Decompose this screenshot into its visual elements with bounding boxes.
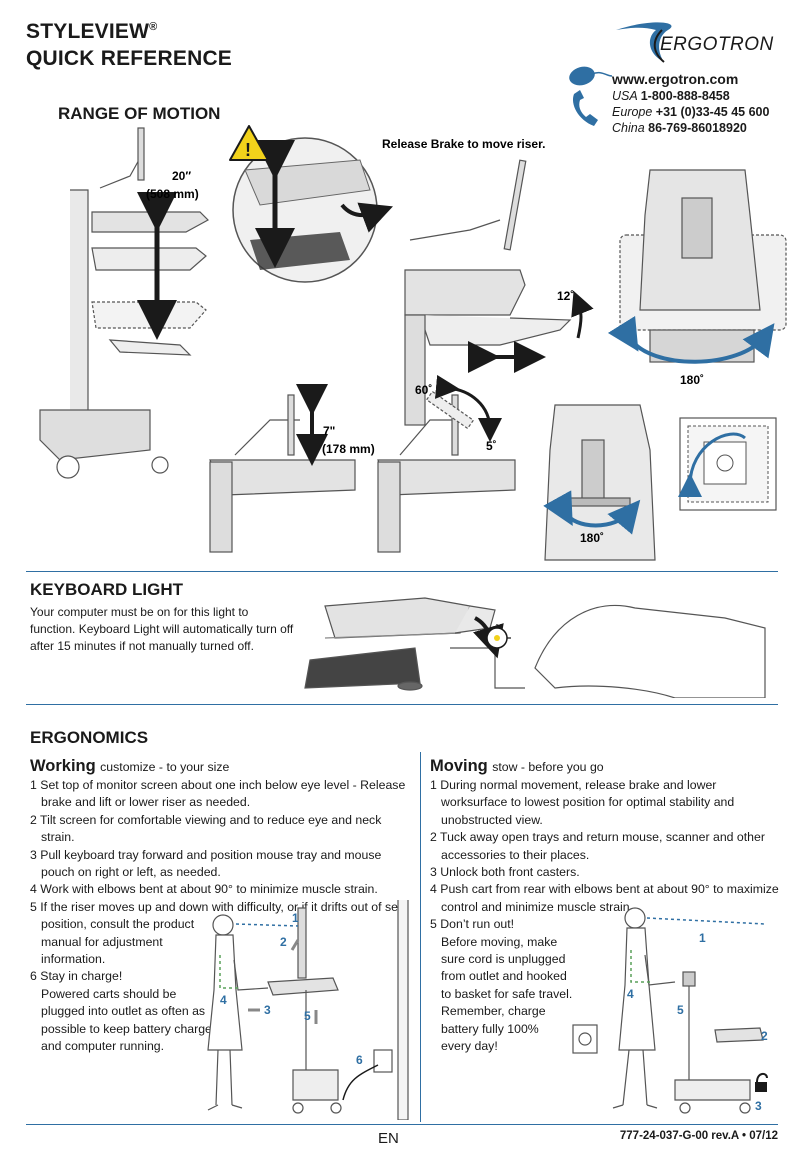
rotation-b-label: 180˚ — [580, 531, 604, 545]
keyboard-light-title: KEYBOARD LIGHT — [30, 580, 183, 599]
working-item-5-continued: position, consult the product manual for… — [41, 917, 195, 967]
website-link[interactable]: www.ergotron.com — [612, 71, 739, 87]
moving-section: Moving stow - before you go 1 During nor… — [430, 756, 780, 1056]
footer-divider — [26, 1124, 778, 1125]
brake-detail-callout — [232, 137, 393, 283]
working-item-3: 3 Pull keyboard tray forward and positio… — [30, 847, 382, 880]
moving-figure-number-4: 4 — [627, 987, 634, 1001]
contact-europe: Europe +31 (0)33-45 45 600 — [612, 105, 770, 119]
cart-height-illustration — [39, 127, 209, 479]
language-code: EN — [378, 1130, 399, 1147]
moving-item-1: 1 During normal movement, release brake … — [430, 778, 735, 827]
title-line-1: STYLEVIEW — [26, 20, 150, 43]
working-item-6: 6 Stay in charge! — [30, 969, 123, 984]
range-of-motion-title: RANGE OF MOTION — [58, 104, 221, 123]
contact-icons — [568, 64, 614, 144]
working-figure-number-6: 6 — [356, 1053, 363, 1067]
document-id: 777-24-037-G-00 rev.A • 07/12 — [619, 1130, 778, 1142]
working-figure-number-4: 4 — [220, 993, 227, 1007]
monitor-rotate-icon — [677, 417, 777, 511]
moving-figure-number-3: 3 — [755, 1099, 762, 1113]
tilt-down-label: 5˚ — [486, 439, 497, 453]
working-figure-number-3: 3 — [264, 1003, 271, 1017]
working-figure-number-2: 2 — [280, 935, 287, 949]
light-bulb-icon — [483, 624, 511, 652]
monitor-height-illustration — [209, 394, 356, 553]
moving-list: 1 During normal movement, release brake … — [430, 777, 780, 934]
section-divider-2 — [26, 704, 778, 705]
brake-note: Release Brake to move riser. — [382, 137, 545, 151]
moving-item-5: 5 Don’t run out! — [430, 917, 515, 932]
ergotron-swoosh-icon — [616, 22, 672, 63]
svg-text:!: ! — [245, 140, 251, 160]
working-figure-number-1: 1 — [292, 911, 299, 925]
tray-tilt-arrow — [571, 290, 594, 339]
working-item-5: 5 If the riser moves up and down with di… — [30, 899, 402, 914]
working-subheading: customize - to your size — [100, 760, 230, 774]
working-heading: Working — [30, 757, 96, 775]
working-item-6-continued: Powered carts should be plugged into out… — [41, 986, 219, 1054]
brake-lever-arrow — [340, 202, 393, 233]
range-of-motion-illustrations: 20″ (508 mm) ! Release Brake to move ris… — [39, 125, 787, 561]
height-travel-mm-label: (508 mm) — [146, 187, 199, 201]
moving-item-4: 4 Push cart from rear with elbows bent a… — [430, 882, 779, 914]
moving-heading: Moving — [430, 757, 488, 775]
working-section: Working customize - to your size 1 Set t… — [30, 756, 415, 1056]
contact-block: www.ergotron.com USA 1-800-888-8458 Euro… — [612, 70, 769, 136]
document-title: STYLEVIEW® QUICK REFERENCE — [26, 14, 232, 72]
ergotron-logo: ERGOTRON — [612, 16, 792, 72]
working-item-4: 4 Work with elbows bent at about 90° to … — [30, 882, 378, 897]
moving-item-2: 2 Tuck away open trays and return mouse,… — [430, 830, 765, 862]
column-divider — [420, 752, 421, 1122]
keyboard-light-text: Your computer must be on for this light … — [30, 605, 294, 653]
title-line-2: QUICK REFERENCE — [26, 47, 233, 70]
moving-item-3: 3 Unlock both front casters. — [430, 865, 580, 880]
monitor-tilt-illustration — [377, 390, 516, 553]
caster-unlock-icon — [755, 1072, 768, 1092]
moving-subheading: stow - before you go — [492, 760, 604, 774]
monitor-height-label: 7" — [323, 424, 335, 438]
rotation-a-label: 180˚ — [680, 373, 704, 387]
moving-figure-number-1: 1 — [699, 931, 706, 945]
registered-mark: ® — [149, 21, 158, 33]
working-figure-number-5: 5 — [304, 1009, 311, 1023]
keyboard-light-illustration — [304, 597, 766, 698]
tray-tilt-illustration — [404, 159, 572, 426]
height-travel-label: 20″ — [172, 169, 191, 183]
moving-figure-number-5: 5 — [677, 1003, 684, 1017]
mouse-icon — [569, 66, 613, 86]
moving-item-5-continued: Before moving, make sure cord is unplugg… — [441, 934, 573, 1054]
monitor-height-mm-label: (178 mm) — [322, 442, 375, 456]
contact-usa: USA 1-800-888-8458 — [612, 89, 730, 103]
phone-icon — [572, 90, 598, 126]
monitor-tilt-arrow — [434, 374, 502, 442]
rotation-b-arrow — [543, 490, 641, 535]
contact-china: China 86-769-86018920 — [612, 121, 747, 135]
tray-tilt-label: 12˚ — [557, 289, 574, 303]
working-item-1: 1 Set top of monitor screen about one in… — [30, 778, 406, 810]
ergonomics-title: ERGONOMICS — [30, 728, 149, 747]
moving-posture-illustration: 1 2 3 4 5 — [572, 907, 768, 1114]
moving-figure-number-2: 2 — [761, 1029, 768, 1043]
working-item-2: 2 Tilt screen for comfortable viewing an… — [30, 812, 382, 845]
working-list: 1 Set top of monitor screen about one in… — [30, 777, 415, 916]
working-posture-illustration: 1 2 3 4 5 6 — [207, 900, 409, 1120]
warning-icon: ! — [229, 125, 269, 161]
section-divider-1 — [26, 571, 778, 572]
brand-name: ERGOTRON — [660, 34, 774, 55]
tilt-up-label: 60˚ — [415, 383, 432, 397]
top-view-rotation-illustration — [619, 169, 787, 363]
rotation-a-arrow — [607, 315, 775, 364]
